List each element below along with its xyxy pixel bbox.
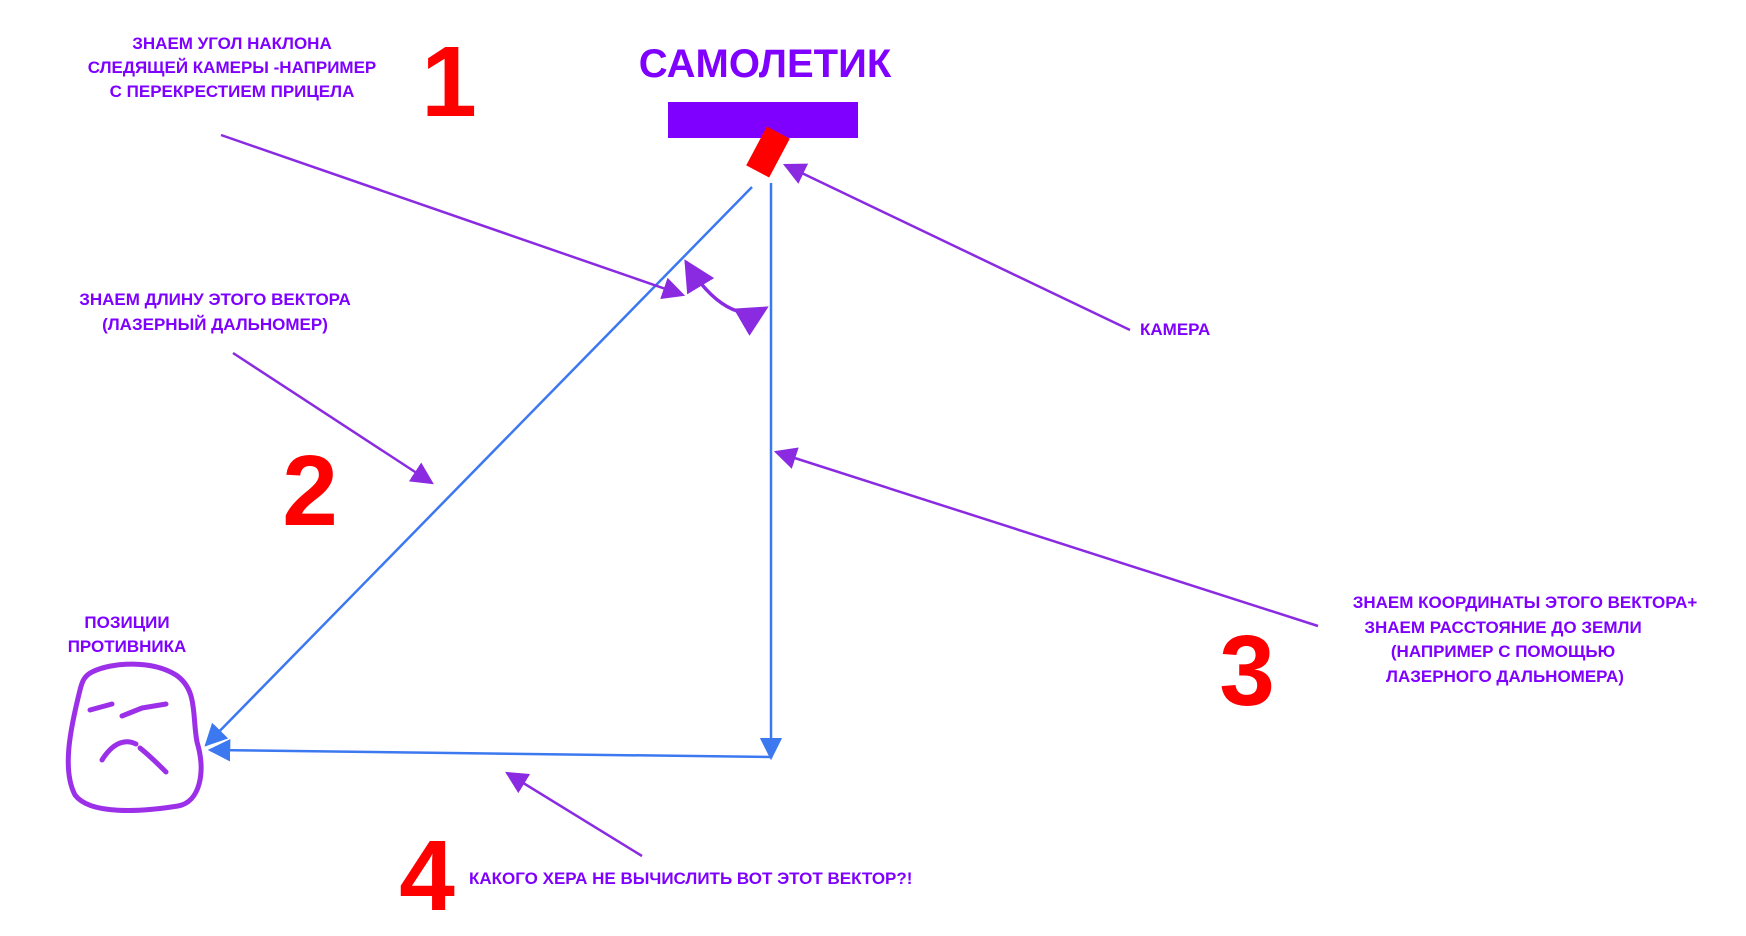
step-number-1: 1 bbox=[421, 26, 477, 138]
coords-pointer-arrow bbox=[773, 447, 1319, 628]
camera-block-icon bbox=[746, 126, 790, 178]
camera-pointer-arrow bbox=[782, 163, 1131, 332]
coords-note-line: ЗНАЕМ РАССТОЯНИЕ ДО ЗЕМЛИ bbox=[1364, 618, 1641, 637]
coords-note: ЗНАЕМ КООРДИНАТЫ ЭТОГО ВЕКТОРА+ ЗНАЕМ РА… bbox=[1353, 593, 1698, 686]
plane-bar-icon bbox=[668, 102, 858, 138]
ground-vector bbox=[207, 739, 772, 762]
plane-title: САМОЛЕТИК bbox=[639, 42, 892, 86]
question-note: КАКОГО ХЕРА НЕ ВЫЧИСЛИТЬ ВОТ ЭТОТ ВЕКТОР… bbox=[469, 869, 912, 888]
question-pointer-arrow bbox=[505, 771, 643, 858]
angle-note-line: С ПЕРЕКРЕСТИЕМ ПРИЦЕЛА bbox=[110, 82, 355, 101]
enemy-label-line: ПРОТИВНИКА bbox=[68, 637, 187, 656]
coords-note-line: ЗНАЕМ КООРДИНАТЫ ЭТОГО ВЕКТОРА+ bbox=[1353, 593, 1698, 612]
enemy-face-icon bbox=[65, 661, 204, 813]
angle-pointer-arrow bbox=[220, 133, 686, 300]
angle-note-line: СЛЕДЯЩЕЙ КАМЕРЫ -НАПРИМЕР bbox=[88, 58, 377, 77]
angle-note: ЗНАЕМ УГОЛ НАКЛОНА СЛЕДЯЩЕЙ КАМЕРЫ -НАПР… bbox=[88, 34, 377, 101]
enemy-label: ПОЗИЦИИ ПРОТИВНИКА bbox=[68, 613, 187, 656]
coords-note-line: (НАПРИМЕР С ПОМОЩЬЮ bbox=[1391, 642, 1615, 661]
length-note-line: (ЛАЗЕРНЫЙ ДАЛЬНОМЕР) bbox=[102, 315, 328, 334]
step-number-3: 3 bbox=[1219, 615, 1275, 727]
length-pointer-arrow bbox=[232, 351, 434, 485]
coords-note-line: ЛАЗЕРНОГО ДАЛЬНОМЕРА) bbox=[1386, 667, 1624, 686]
camera-label: КАМЕРА bbox=[1140, 320, 1210, 339]
angle-note-line: ЗНАЕМ УГОЛ НАКЛОНА bbox=[132, 34, 332, 53]
step-number-4: 4 bbox=[399, 820, 455, 932]
length-note-line: ЗНАЕМ ДЛИНУ ЭТОГО ВЕКТОРА bbox=[79, 290, 351, 309]
step-number-2: 2 bbox=[282, 435, 338, 547]
angle-arc-icon bbox=[684, 259, 769, 336]
enemy-label-line: ПОЗИЦИИ bbox=[84, 613, 169, 632]
length-note: ЗНАЕМ ДЛИНУ ЭТОГО ВЕКТОРА (ЛАЗЕРНЫЙ ДАЛЬ… bbox=[79, 290, 351, 334]
